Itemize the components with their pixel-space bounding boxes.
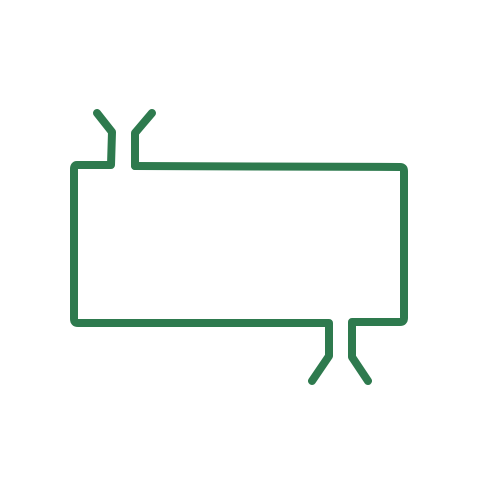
pipe-segment-shape <box>70 109 408 385</box>
rectangular-body-outline <box>131 162 408 385</box>
rectangular-body-left-outline <box>70 109 333 385</box>
top-notch-right-outline <box>131 109 156 170</box>
